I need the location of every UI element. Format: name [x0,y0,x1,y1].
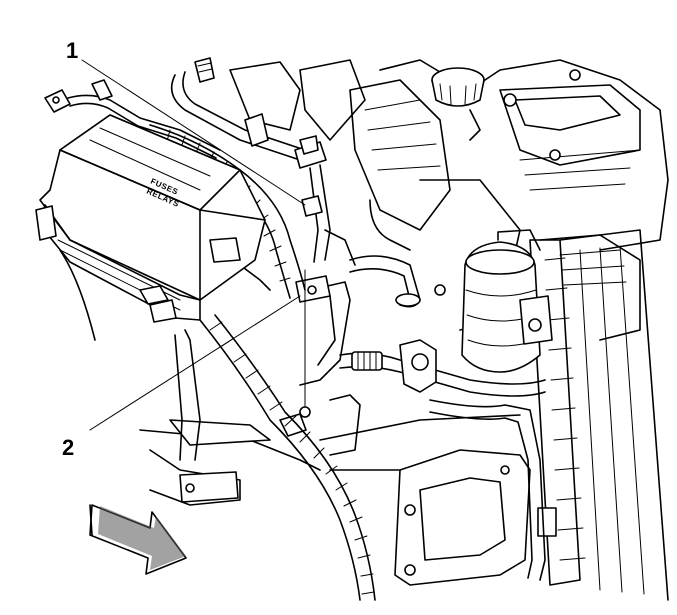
radiator [529,229,669,601]
bracket-center [279,269,361,456]
filler-cap [431,67,485,141]
leader-line-2 [89,295,301,431]
callout-2: 2 [62,435,74,460]
fuse-relay-box: FUSES RELAYS [35,114,266,323]
ac-lines [339,199,546,581]
callout-leaders [81,59,306,431]
callout-1: 1 [66,38,78,63]
ac-accumulator [461,229,553,373]
upper-lines [170,57,356,266]
battery-cable [44,79,221,159]
frame-rail [59,249,321,506]
lower-shield [319,414,531,586]
leader-line-1 [81,59,306,206]
forward-arrow-icon [89,504,187,575]
